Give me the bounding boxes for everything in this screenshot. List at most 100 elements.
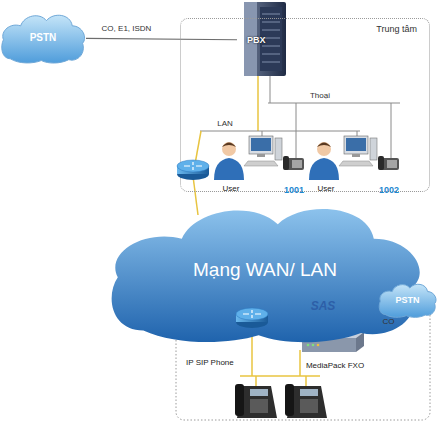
pbx-body: [244, 2, 286, 76]
user-hair: [222, 143, 236, 148]
keyboard: [244, 161, 278, 166]
user-head: [222, 142, 236, 156]
text-box: User: [306, 139, 346, 193]
phone-handset: [235, 384, 244, 416]
user-body: [309, 158, 339, 180]
gateway-wire: [299, 350, 301, 376]
text-box: PSTN: [0, 12, 86, 64]
router-top: [177, 160, 209, 172]
logo-text: SAS: [303, 300, 343, 314]
pstn-cloud: PSTN: [0, 12, 86, 64]
phone-keypad: [387, 160, 397, 168]
node-text: MediaPack FXO: [306, 361, 364, 370]
keyboard: [339, 161, 373, 166]
router-side: [177, 166, 209, 174]
user-station: User: [211, 139, 251, 193]
phone-keypad: [292, 160, 302, 168]
uplink-wire: [193, 176, 198, 215]
node-text: Trung tâm: [376, 24, 417, 34]
pc-tower: [275, 138, 282, 160]
monitor: [344, 136, 368, 154]
connector-line: [86, 38, 237, 39]
wan-cloud: Mạng WAN/ LAN: [105, 200, 425, 345]
text-box: Trung tâm: [181, 19, 429, 191]
node-text: PSTN: [30, 32, 57, 44]
node-text: PSTN: [395, 295, 419, 305]
text-box: MediaPack FXO: [295, 328, 375, 370]
cloud-shape: [112, 209, 420, 342]
lan-drop: [262, 131, 263, 136]
node-text: IP SIP Phone: [186, 358, 234, 367]
voice-drop: [391, 103, 392, 158]
user-head: [317, 142, 331, 156]
device-led: [307, 344, 310, 347]
node-text: Mạng WAN/ LAN: [193, 259, 337, 281]
phone-drop: [255, 376, 257, 386]
ip-phone-group: IP SIP Phone: [182, 356, 332, 422]
device-led: [312, 344, 315, 347]
node-text: PBX: [247, 35, 266, 45]
pstn-cloud: PSTN: [378, 282, 437, 318]
router-icon: [177, 160, 209, 180]
computer-icon: [339, 136, 377, 166]
branch-bus: [240, 375, 320, 377]
text-box: PBX: [237, 3, 289, 77]
ip-phone: [235, 384, 277, 418]
router-side: [236, 314, 268, 322]
phone-extension: 1001: [279, 151, 309, 195]
uplink-wire: [195, 131, 201, 164]
bus-label: LAN: [208, 119, 242, 128]
phone-extension: 1002: [374, 151, 404, 195]
phone-handset: [378, 156, 384, 170]
screen: [346, 138, 366, 151]
router-icon: [236, 308, 268, 328]
voice-wire: [270, 76, 271, 103]
cloud-shape: [2, 15, 85, 63]
device-led: [317, 344, 320, 347]
phone-screen: [250, 389, 268, 396]
text-box: Mạng WAN/ LAN: [105, 200, 425, 345]
router-arrows: [184, 162, 202, 170]
lan-bus: [200, 131, 360, 132]
router-bottom: [236, 316, 268, 328]
desk-phone: [378, 156, 399, 170]
voice-drop: [296, 103, 297, 158]
phone-screen: [300, 389, 318, 396]
cloud-shape: [379, 284, 436, 317]
node-text: User: [223, 184, 240, 193]
pbx-server: PBX: [237, 3, 289, 77]
monitor-stand: [257, 154, 265, 157]
screen: [251, 138, 271, 151]
user-icon: [214, 142, 244, 180]
device-side: [356, 332, 364, 352]
monitor: [249, 136, 273, 154]
text-box: PSTN: [378, 282, 437, 318]
phone-handset: [283, 156, 289, 170]
router-bottom: [177, 168, 209, 180]
user-station: User: [306, 139, 346, 193]
pc-tower: [370, 138, 377, 160]
monitor-stand: [352, 154, 360, 157]
phone-keypad: [250, 399, 268, 413]
edge-label: CO: [376, 317, 400, 326]
edge-label: CO, E1, ISDN: [87, 24, 167, 33]
text-box: 1002: [374, 151, 404, 195]
phone-drop: [305, 376, 307, 386]
node-text: 1001: [284, 185, 304, 195]
lan-drop: [357, 131, 358, 136]
text-box: 1001: [279, 151, 309, 195]
user-hair: [317, 143, 331, 148]
phone-keypad: [300, 399, 318, 413]
gateway-box: MediaPack FXO: [295, 328, 375, 370]
user-body: [214, 158, 244, 180]
bus-label: Thoại: [298, 91, 342, 100]
computer-icon: [244, 136, 282, 166]
router-top: [236, 308, 268, 320]
node-text: 1002: [379, 185, 399, 195]
node-text: User: [318, 184, 335, 193]
voice-bus: [268, 103, 400, 104]
